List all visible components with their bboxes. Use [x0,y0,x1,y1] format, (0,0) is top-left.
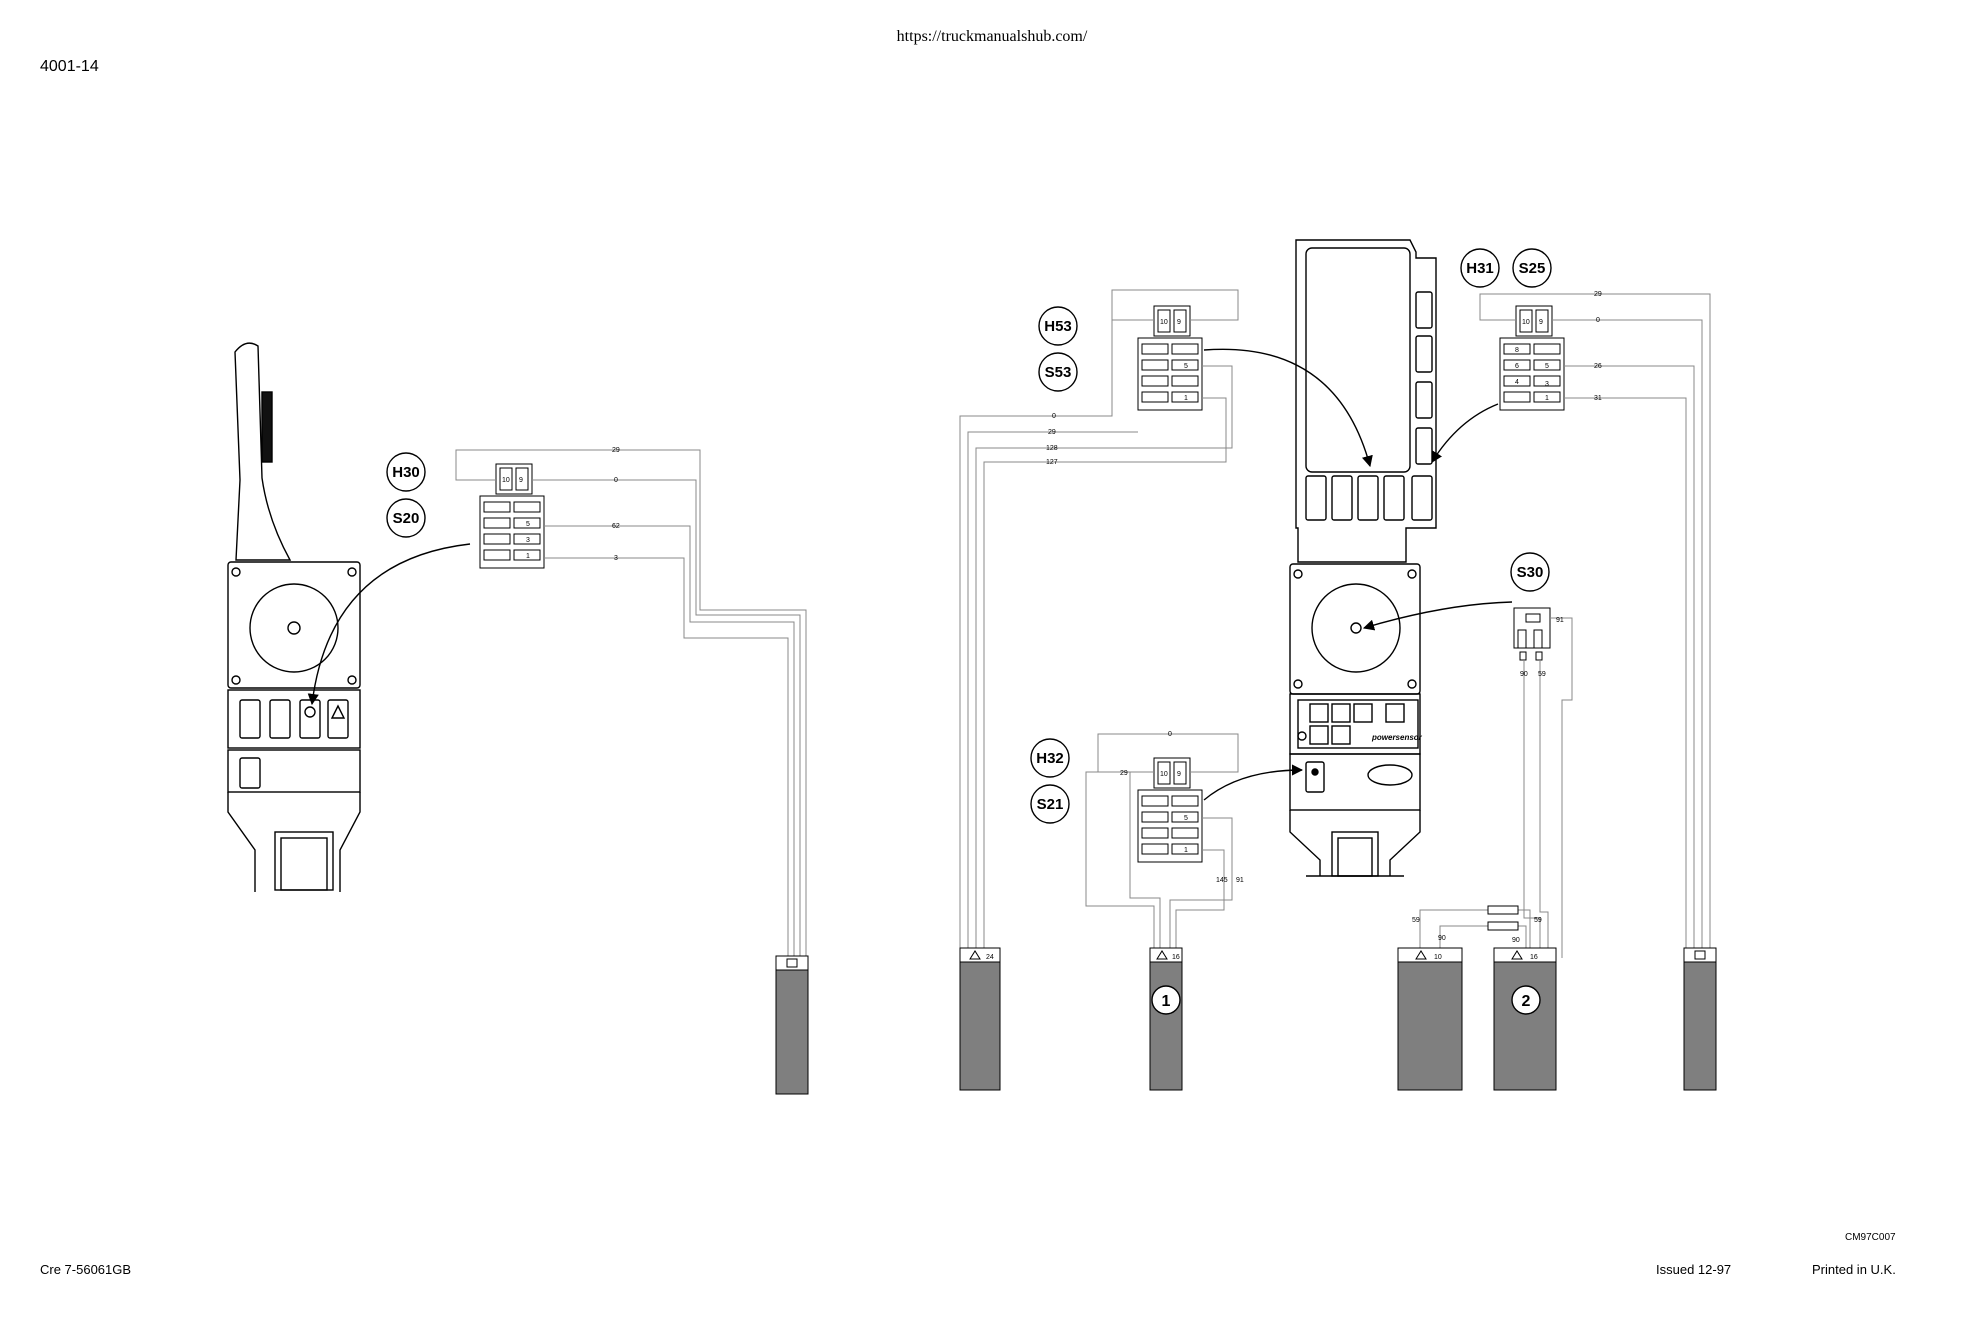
wire-number: 29 [1120,770,1128,777]
left-harness-wires [455,449,807,958]
left-armrest-console [227,342,361,892]
connector-s30 [1513,607,1551,661]
callout-h32: H32 [1036,750,1064,767]
document-code: Cre 7-56061GB [40,1262,132,1277]
resistor-network [1419,909,1531,958]
resistor [1487,905,1519,915]
wire-number: 3 [614,555,618,562]
wire-number: 0 [1596,317,1600,324]
s21-pointer-arrow [1203,764,1304,801]
pin-label: 6 [1515,363,1519,370]
brand-label: powersensor [1371,733,1423,742]
s53-pointer-arrow [1203,348,1373,468]
wire-number: 29 [1048,429,1056,436]
harness-connector-1 [1149,947,1183,1091]
wire-number: 29 [612,447,620,454]
harness-connector-24 [959,947,1001,1091]
resistor [1487,921,1519,931]
pin-label: 5 [1184,815,1188,822]
wire-number: 59 [1534,917,1542,924]
pin-label: 3 [526,537,530,544]
callout-1: 1 [1162,993,1171,1010]
page-reference: 4001-14 [40,58,99,75]
connector-label: 16 [1172,954,1180,961]
pin-label: 9 [1177,771,1181,778]
pin-label: 1 [1184,395,1188,402]
wire-number: 128 [1046,445,1058,452]
wire-number: 91 [1236,877,1244,884]
wire-number: 59 [1412,917,1420,924]
wire-number: 59 [1538,671,1546,678]
wire-number: 0 [614,477,618,484]
s30-pointer-arrow [1362,601,1513,631]
figure-id: CM97C007 [1845,1232,1896,1243]
connector-h53-s53 [1137,305,1203,411]
connector-label: 16 [1530,954,1538,961]
connector-h32-s21 [1137,757,1203,863]
issue-date: Issued 12-97 [1656,1262,1732,1277]
pin-label: 8 [1515,347,1519,354]
wire-number: 62 [612,523,620,530]
connector-label: 10 [1434,954,1442,961]
callout-s25: S25 [1519,260,1546,277]
s25-pointer-arrow [1431,403,1499,463]
wire-number: 90 [1438,935,1446,942]
wire-number: 29 [1594,291,1602,298]
callout-h30: H30 [392,464,420,481]
pin-label: 10 [1522,319,1530,326]
source-url: https://truckmanualshub.com/ [896,28,1088,45]
connector-h31-s25 [1499,305,1565,411]
wire-number: 90 [1512,937,1520,944]
harness-connector-left [775,955,809,1095]
s20-pointer-arrow [307,543,471,706]
callout-bubbles [386,248,1552,824]
callout-s20: S20 [393,510,420,527]
connector-label: 24 [986,954,994,961]
pin-label: 4 [1515,379,1519,386]
pin-label: 5 [1545,363,1549,370]
wire-number: 26 [1594,363,1602,370]
printed-in: Printed in U.K. [1812,1262,1896,1277]
wire-number: 90 [1520,671,1528,678]
wire-number: 145 [1216,877,1228,884]
pin-label: 5 [526,521,530,528]
callout-2: 2 [1522,993,1531,1010]
h53-harness-wires [959,289,1239,958]
wire-number: 127 [1046,459,1058,466]
s30-harness-wires [1523,617,1573,958]
pin-label: 9 [1539,319,1543,326]
pin-label: 9 [1177,319,1181,326]
wire-number: 0 [1168,731,1172,738]
pin-label: 10 [1160,319,1168,326]
callout-h31: H31 [1466,260,1494,277]
pin-label: 1 [1545,395,1549,402]
wire-number: 0 [1052,413,1056,420]
callout-s21: S21 [1037,796,1064,813]
pin-label: 1 [1184,847,1188,854]
pin-label: 10 [1160,771,1168,778]
pin-label: 10 [502,477,510,484]
pin-label: 1 [526,553,530,560]
pin-label: 3 [1545,381,1549,388]
harness-connector-2 [1493,947,1557,1091]
pin-label: 5 [1184,363,1188,370]
wire-number: 31 [1594,395,1602,402]
pin-label: 9 [519,477,523,484]
callout-s30: S30 [1517,564,1544,581]
connector-h30-s20 [479,463,545,569]
harness-connector-right [1683,947,1717,1091]
h32-harness-wires [1085,733,1239,950]
callout-h53: H53 [1044,318,1072,335]
h31-harness-wires [1479,293,1711,958]
harness-connector-10 [1397,947,1463,1091]
wire-number: 91 [1556,617,1564,624]
callout-s53: S53 [1045,364,1072,381]
right-armrest-console [1289,239,1437,877]
